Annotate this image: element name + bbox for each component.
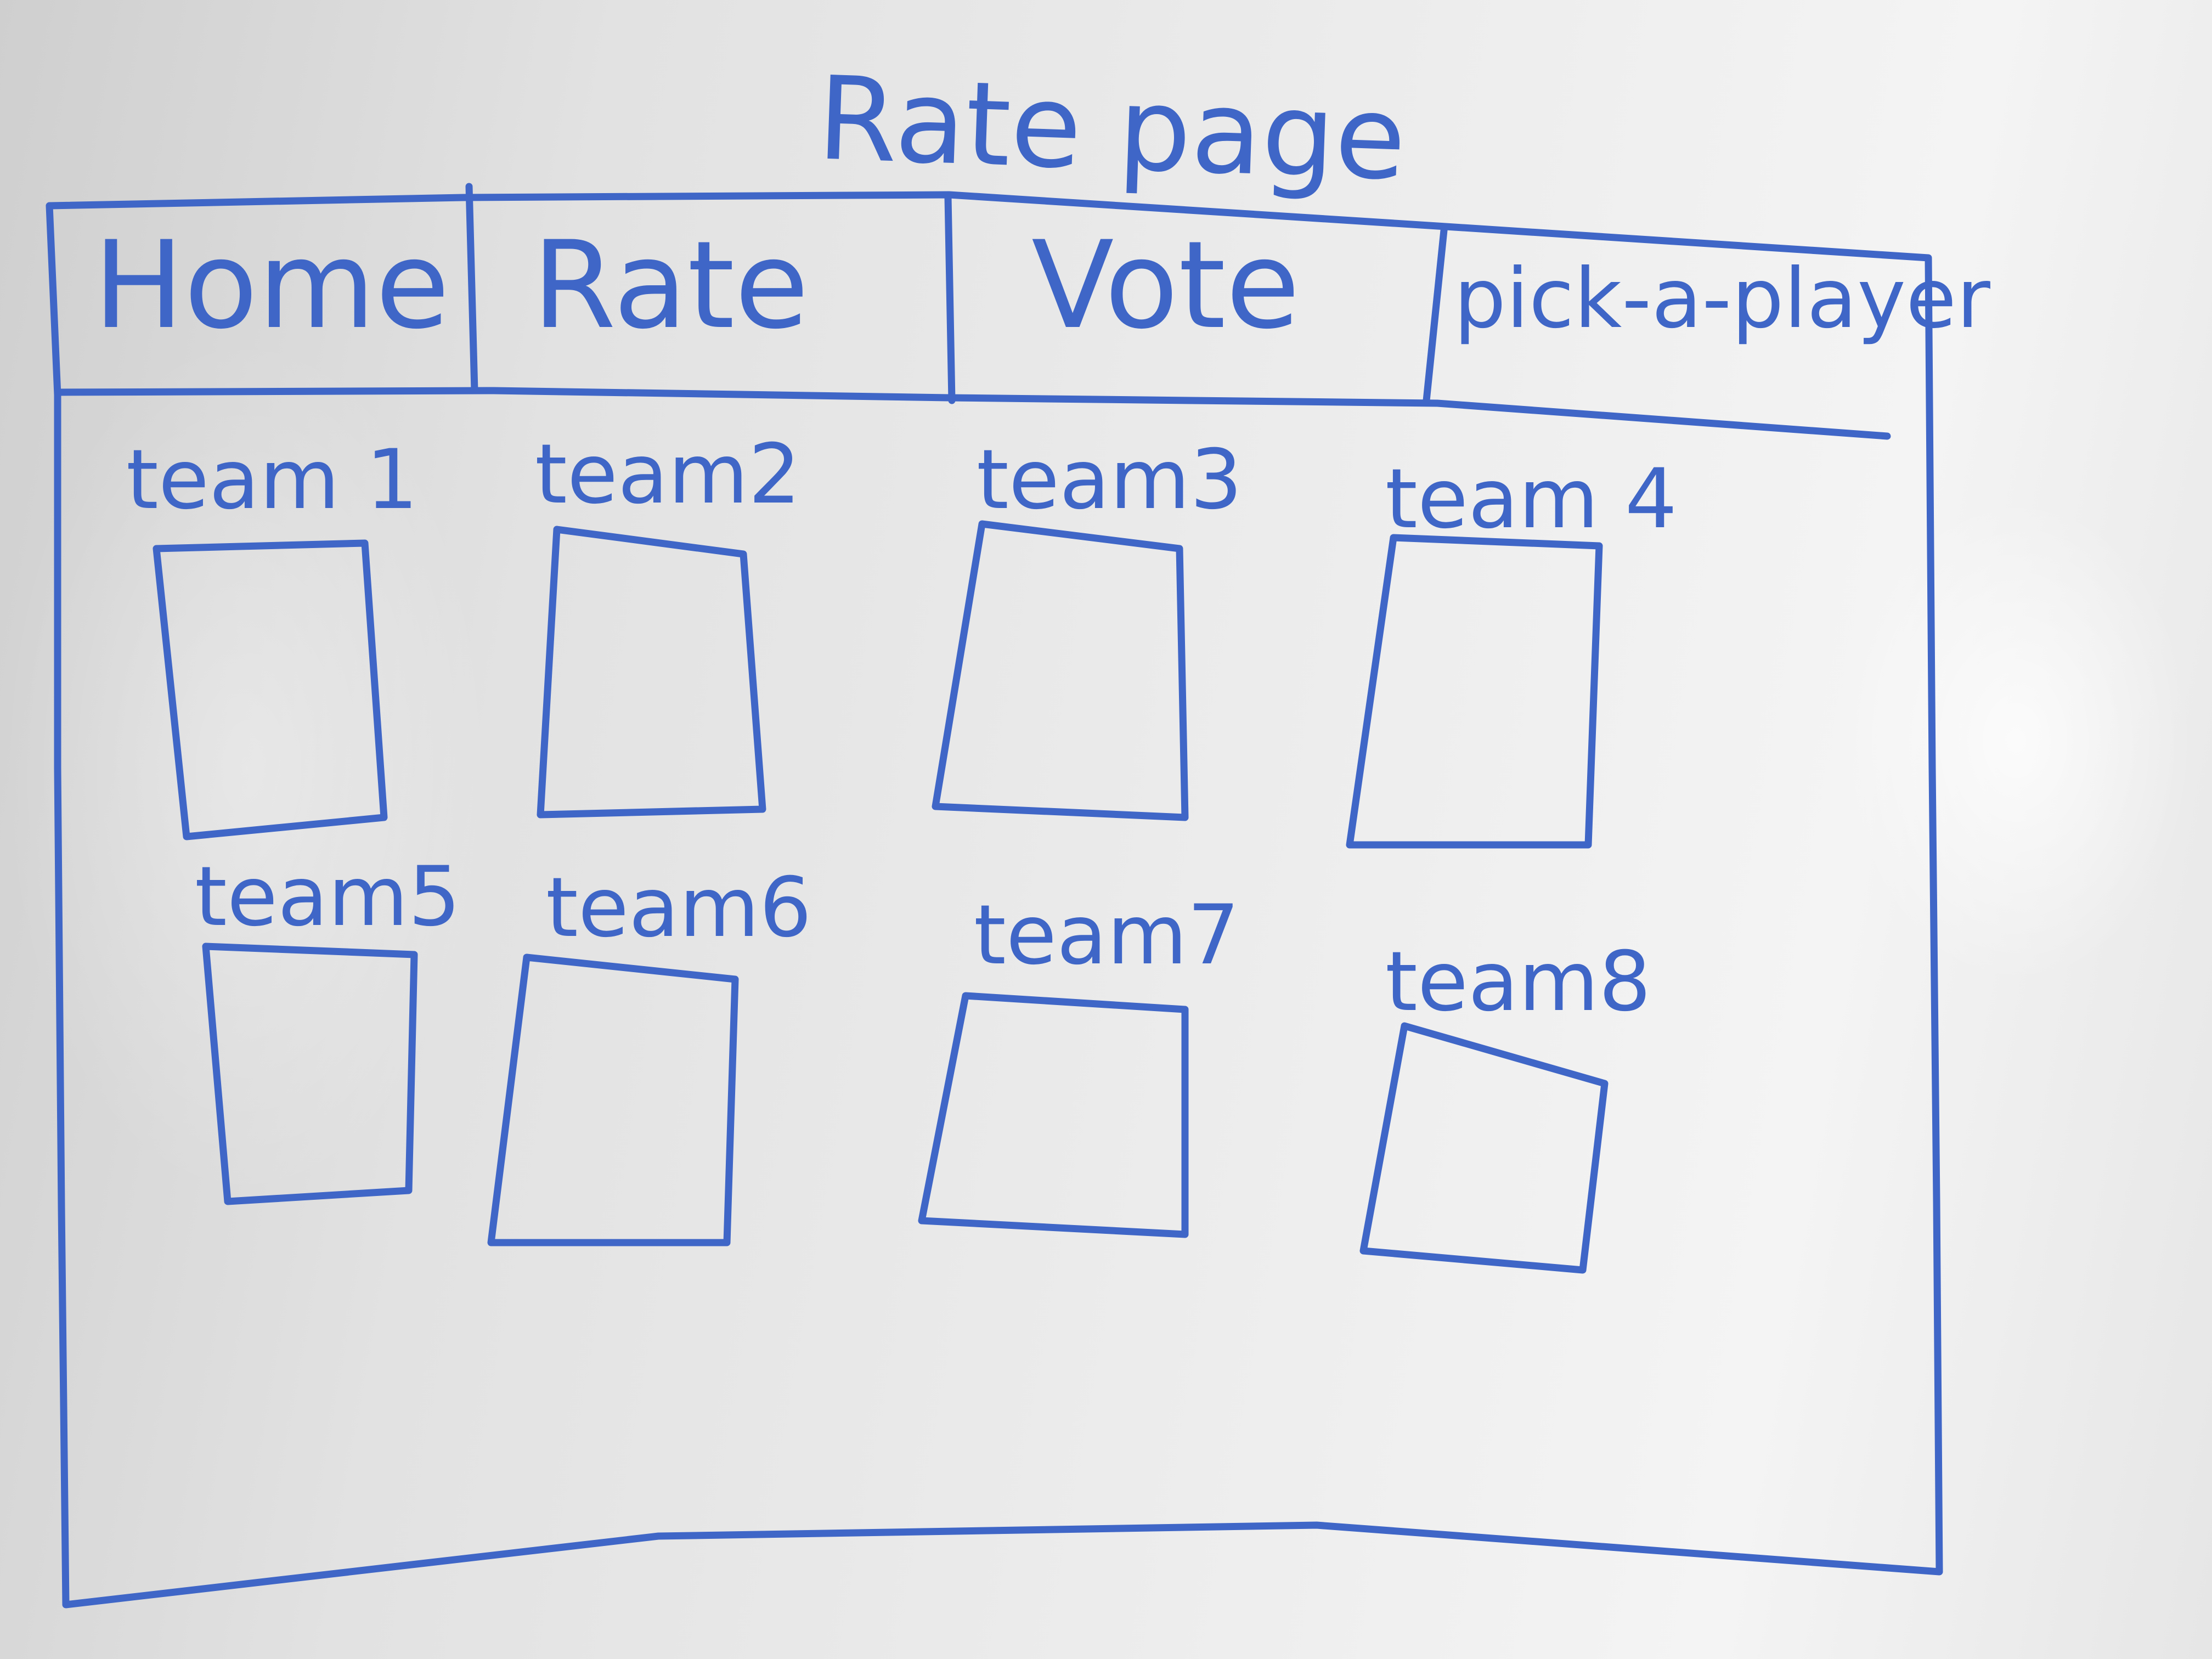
team-6-box xyxy=(487,953,739,1246)
team-8-label: team8 xyxy=(1385,934,1651,1030)
team-5-box xyxy=(202,943,418,1205)
team-4-box xyxy=(1346,534,1603,849)
page-title: Rate page xyxy=(815,51,1408,206)
page-frame xyxy=(46,191,1943,1609)
team-8-box xyxy=(1359,1022,1609,1274)
nav-separator-2 xyxy=(944,194,956,404)
nav-bar-divider xyxy=(55,387,1891,440)
team-1-box xyxy=(153,539,388,840)
team-2-label: team2 xyxy=(535,427,801,522)
team-4-label: team 4 xyxy=(1385,452,1678,547)
nav-item-home[interactable]: Home xyxy=(93,215,450,356)
nav-separator-3 xyxy=(1423,227,1448,404)
team-2-box xyxy=(537,526,766,819)
nav-item-pick-a-player[interactable]: pick-a-player xyxy=(1454,251,1990,347)
team-3-box xyxy=(932,520,1189,821)
nav-item-vote[interactable]: Vote xyxy=(1031,215,1300,356)
team-1-label: team 1 xyxy=(126,432,419,528)
team-7-box xyxy=(918,992,1189,1238)
board-glare-right xyxy=(1838,494,2194,988)
team-7-label: team7 xyxy=(974,888,1240,983)
team-5-label: team5 xyxy=(195,849,461,945)
nav-item-rate[interactable]: Rate xyxy=(532,215,809,356)
team-6-label: team6 xyxy=(546,860,812,956)
team-3-label: team3 xyxy=(977,432,1243,528)
nav-separator-1 xyxy=(465,183,478,394)
